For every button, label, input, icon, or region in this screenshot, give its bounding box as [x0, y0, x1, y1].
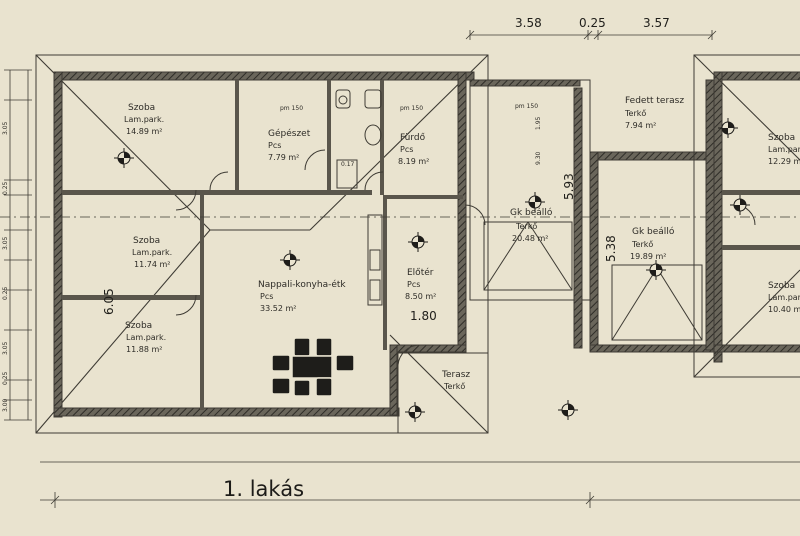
svg-text:Terkő: Terkő: [631, 240, 653, 249]
svg-text:Gépészet: Gépészet: [268, 128, 311, 139]
level-marker-icon: [646, 260, 666, 280]
svg-text:11.74 m²: 11.74 m²: [134, 260, 170, 269]
svg-text:Gk beálló: Gk beálló: [632, 226, 675, 237]
svg-text:Előtér: Előtér: [407, 267, 434, 278]
room-label-gk-beallo-1: Gk beálló Terkő 20.48 m²: [510, 207, 553, 243]
left-dim-7: 3.00: [2, 398, 9, 412]
svg-text:Terkő: Terkő: [624, 109, 646, 118]
svg-text:11.88 m²: 11.88 m²: [126, 345, 162, 354]
svg-text:33.52 m²: 33.52 m²: [260, 304, 296, 313]
svg-text:10.40 m²: 10.40 m²: [768, 305, 800, 314]
svg-text:Pcs: Pcs: [407, 280, 420, 289]
svg-text:Lam.park.: Lam.park.: [768, 293, 800, 302]
plan-title: 1. lakás: [223, 477, 304, 501]
level-marker-icon: [280, 250, 300, 270]
svg-text:Terkő: Terkő: [443, 382, 465, 391]
svg-text:20.48 m²: 20.48 m²: [512, 234, 548, 243]
level-marker-icon: [525, 192, 545, 212]
left-dim-1: 3.05: [2, 121, 9, 135]
left-dim-4: 0.25: [2, 286, 9, 300]
pm-label-2: pm 150: [400, 105, 423, 112]
room-label-szoba-3: Szoba Lam.park. 11.88 m²: [125, 321, 166, 354]
level-marker-icon: [114, 148, 134, 168]
svg-text:19.89 m²: 19.89 m²: [630, 252, 666, 261]
room-labels: Szoba Lam.park. 14.89 m² Gépészet Pcs 7.…: [124, 96, 800, 391]
dim-5-93: 5.93: [562, 173, 576, 200]
bathroom-fixtures: [335, 89, 382, 189]
door-swings: [175, 149, 756, 366]
level-marker-icon: [405, 402, 425, 422]
room-label-terasz: Terasz Terkő: [441, 370, 470, 391]
top-dim-1: 3.58: [515, 16, 542, 30]
svg-text:Pcs: Pcs: [268, 141, 281, 150]
svg-text:Szoba: Szoba: [768, 133, 795, 143]
level-marker-icon: [558, 400, 578, 420]
svg-text:Szoba: Szoba: [128, 103, 155, 113]
wc-label: 0.17: [341, 161, 355, 168]
svg-text:Lam.park.: Lam.park.: [132, 248, 172, 257]
room-label-furdo: Fürdő Pcs 8.19 m²: [398, 133, 429, 166]
svg-text:Pcs: Pcs: [400, 145, 413, 154]
room-label-gepeszet: Gépészet Pcs 7.79 m²: [268, 128, 311, 162]
dim-1-80: 1.80: [410, 309, 437, 323]
svg-text:8.19 m²: 8.19 m²: [398, 157, 429, 166]
svg-text:Nappali-konyha-étk: Nappali-konyha-étk: [258, 279, 346, 290]
room-label-szoba-5: Szoba Lam.park. 10.40 m²: [768, 281, 800, 314]
svg-text:Szoba: Szoba: [125, 321, 152, 331]
svg-text:Terkő: Terkő: [515, 222, 537, 231]
svg-text:Lam.park.: Lam.park.: [768, 145, 800, 154]
pm-label-1: pm 150: [280, 105, 303, 112]
room-label-nappali: Nappali-konyha-étk Pcs 33.52 m²: [258, 279, 346, 313]
svg-text:Lam.park.: Lam.park.: [124, 115, 164, 124]
svg-text:Szoba: Szoba: [768, 281, 795, 291]
svg-text:14.89 m²: 14.89 m²: [126, 127, 162, 136]
svg-text:8.50 m²: 8.50 m²: [405, 292, 436, 301]
dim-9-30: 9.30: [535, 151, 542, 165]
level-marker-icon: [730, 195, 750, 215]
room-label-fedett-terasz: Fedett terasz Terkő 7.94 m²: [624, 96, 684, 130]
room-label-szoba-2: Szoba Lam.park. 11.74 m²: [132, 236, 172, 269]
dining-table: [271, 337, 355, 397]
terrace-outline: [397, 352, 489, 434]
top-dim-2: 0.25: [579, 16, 606, 30]
room-label-gk-beallo-2: Gk beálló Terkő 19.89 m²: [630, 226, 675, 261]
kitchen-counter: [367, 214, 383, 306]
svg-text:Terasz: Terasz: [441, 370, 470, 380]
svg-text:Lam.park.: Lam.park.: [126, 333, 166, 342]
left-dim-6: 0.25: [2, 371, 9, 385]
pm-label-3: pm 150: [515, 103, 538, 110]
level-markers: [114, 118, 750, 422]
level-marker-icon: [718, 118, 738, 138]
svg-text:Szoba: Szoba: [133, 236, 160, 246]
left-dim-2: 0.25: [2, 181, 9, 195]
top-dimension-line: 3.58 0.25 3.57: [465, 16, 717, 40]
dim-1-95: 1.95: [535, 116, 542, 130]
left-dim-5: 3.05: [2, 341, 9, 355]
dim-6-05: 6.05: [102, 288, 116, 315]
left-dim-3: 3.05: [2, 236, 9, 250]
svg-text:Pcs: Pcs: [260, 292, 273, 301]
top-dim-3: 3.57: [643, 16, 670, 30]
svg-text:7.79 m²: 7.79 m²: [268, 153, 299, 162]
garage-walls: [469, 79, 716, 353]
svg-text:7.94 m²: 7.94 m²: [625, 121, 656, 130]
apartment-walls: [53, 71, 475, 418]
room-label-szoba-1: Szoba Lam.park. 14.89 m²: [124, 103, 164, 136]
right-apartment: [693, 54, 800, 378]
svg-text:Fürdő: Fürdő: [400, 133, 426, 143]
room-label-szoba-4: Szoba Lam.park. 12.29 m²: [768, 133, 800, 166]
svg-text:12.29 m²: 12.29 m²: [768, 157, 800, 166]
svg-text:Gk beálló: Gk beálló: [510, 207, 553, 218]
bottom-dimension-lines: [40, 461, 800, 508]
level-marker-icon: [408, 232, 428, 252]
room-label-eloter: Előtér Pcs 8.50 m²: [405, 267, 436, 301]
dim-5-38: 5.38: [604, 235, 618, 262]
left-dimension-line: 3.05 0.25 3.05 0.25 3.05 0.25 3.00: [2, 69, 32, 421]
svg-text:Fedett terasz: Fedett terasz: [625, 96, 684, 106]
